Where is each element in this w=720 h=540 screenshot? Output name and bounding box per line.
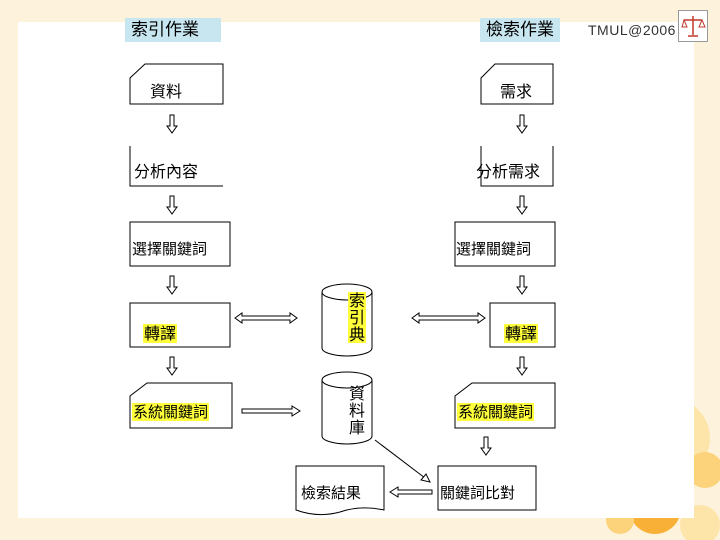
left-header: 索引作業	[125, 18, 221, 42]
compare-box	[437, 465, 537, 511]
left-convert-label: 轉譯	[143, 320, 178, 344]
select-box-left	[129, 221, 231, 267]
right-system-label: 系統關鍵詞	[457, 401, 535, 422]
left-select-label: 選擇關鍵詞	[132, 240, 208, 258]
right-header: 檢索作業	[480, 18, 560, 42]
arrow-compare-to-result	[389, 486, 433, 498]
double-arrow-right	[411, 312, 486, 324]
select-box-right	[454, 221, 556, 267]
analyze-frame-right	[480, 146, 554, 187]
index-db-label: 索引典	[348, 291, 366, 344]
data-db-label: 資料庫	[348, 384, 365, 437]
logo-text: TMUL@2006	[588, 22, 676, 38]
left-convert-text: 轉譯	[143, 324, 178, 343]
result-label: 檢索結果	[301, 484, 362, 502]
doc-shape-left	[129, 63, 224, 105]
arrow-to-database	[241, 405, 301, 417]
doc-shape-right	[480, 63, 554, 105]
right-system-text: 系統關鍵詞	[457, 403, 535, 421]
right-analyze-label: 分析需求	[476, 162, 541, 181]
right-convert-label: 轉譯	[504, 320, 539, 344]
cylinder-data	[321, 371, 373, 445]
analyze-frame-left	[129, 146, 223, 187]
down-arrows	[166, 114, 528, 456]
right-select-label: 選擇關鍵詞	[456, 240, 532, 258]
left-system-label: 系統關鍵詞	[132, 401, 210, 422]
scales-icon	[678, 10, 708, 42]
left-system-text: 系統關鍵詞	[132, 403, 210, 421]
double-arrow-left	[234, 312, 298, 324]
right-doc-label: 需求	[500, 82, 533, 101]
bg-circle	[687, 452, 720, 488]
result-shape	[295, 465, 385, 516]
compare-label: 關鍵詞比對	[440, 484, 516, 502]
arrow-db-to-compare	[374, 439, 431, 483]
left-analyze-label: 分析內容	[134, 162, 199, 181]
right-convert-text: 轉譯	[504, 324, 539, 343]
left-doc-label: 資料	[150, 82, 183, 101]
